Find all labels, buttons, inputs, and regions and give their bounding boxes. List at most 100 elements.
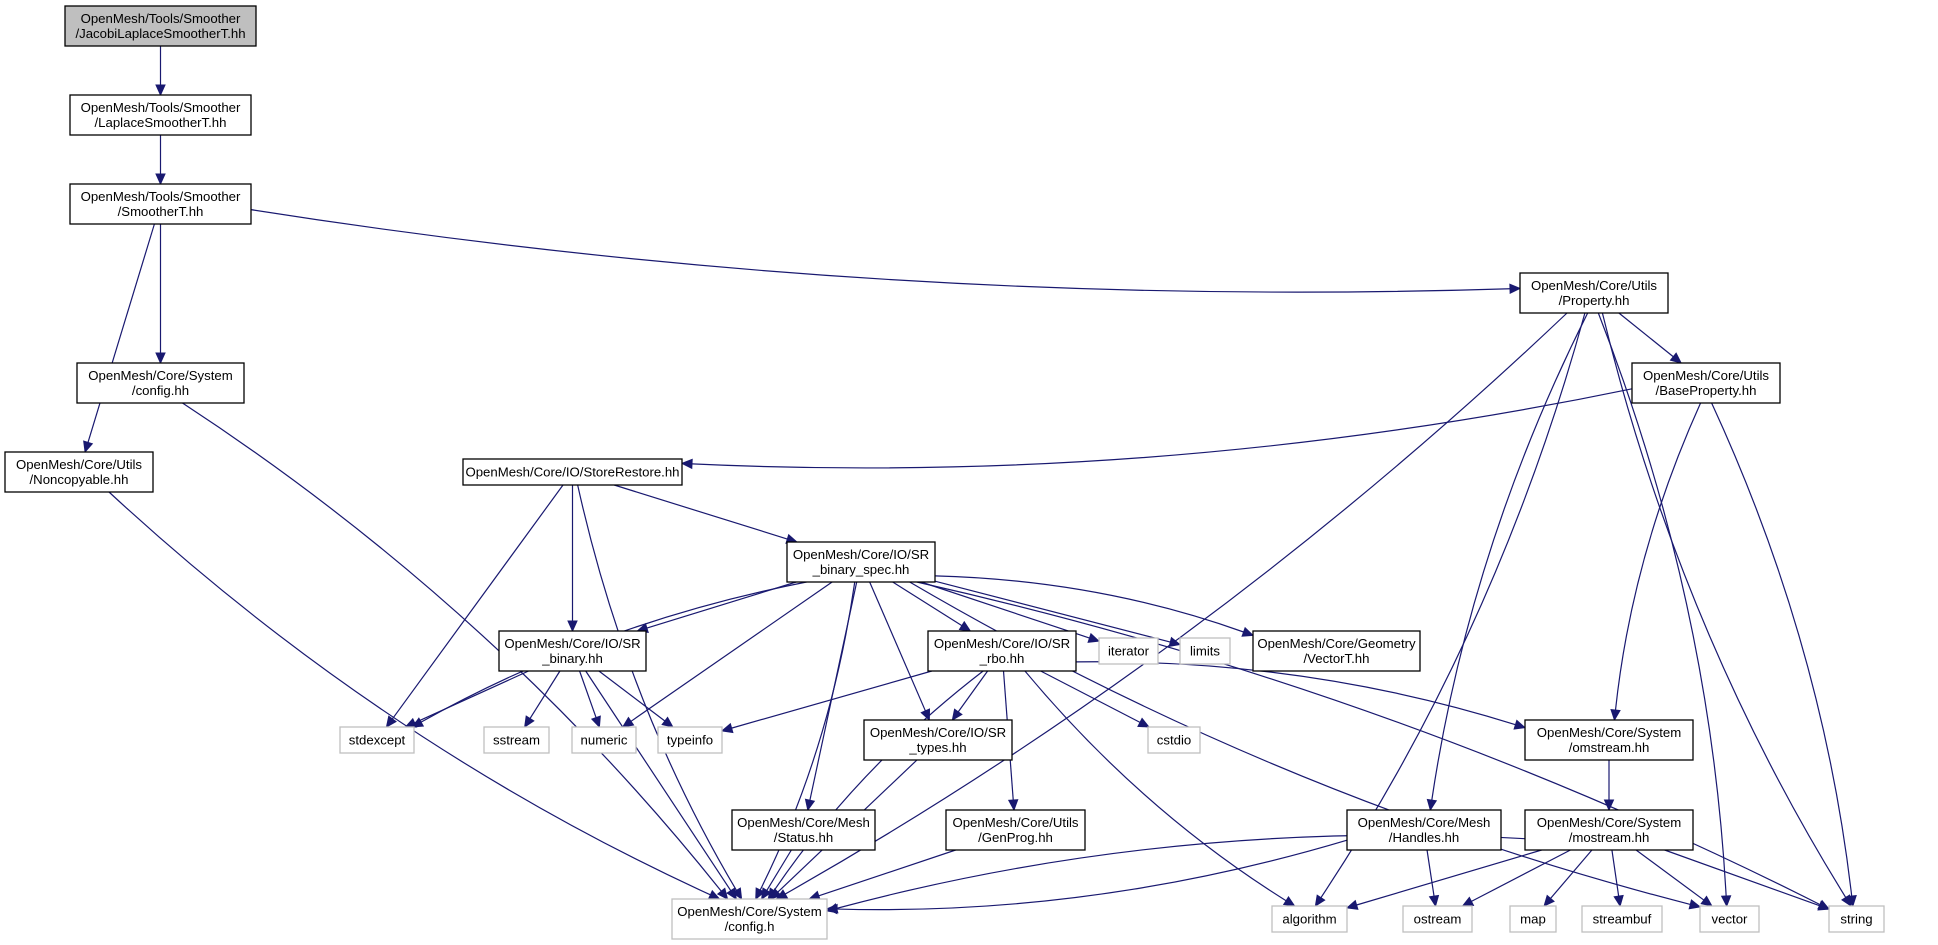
node-sr_types[interactable]: OpenMesh/Core/IO/SR_types.hh xyxy=(863,719,1013,761)
node-sr_rbo[interactable]: OpenMesh/Core/IO/SR_rbo.hh xyxy=(927,630,1077,672)
node-label-noncopyable-line-0: OpenMesh/Core/Utils xyxy=(16,457,142,472)
arrowhead-icon-sr_types-to-config_h xyxy=(769,887,782,900)
edge-baseproperty-to-storerestore xyxy=(691,388,1633,469)
edge-status-to-config_h xyxy=(766,849,792,891)
arrowhead-icon-sr_rbo-to-cstdio xyxy=(1137,717,1150,728)
arrowhead-icon-sr_binary_spec-to-limits xyxy=(1168,636,1182,648)
node-label-iterator-line-0: iterator xyxy=(1108,644,1150,659)
node-box-numeric xyxy=(571,726,637,754)
node-label-config_h-line-1: /config.h xyxy=(725,919,775,934)
node-status[interactable]: OpenMesh/Core/Mesh/Status.hh xyxy=(731,809,876,851)
edge-sr_rbo-to-sr_types xyxy=(957,670,989,713)
node-label-streambuf-line-0: streambuf xyxy=(1593,912,1652,927)
arrowhead-icon-sr_binary_spec-to-sr_rbo xyxy=(958,620,972,632)
node-genprog[interactable]: OpenMesh/Core/Utils/GenProg.hh xyxy=(945,809,1086,851)
arrowhead-icon-property-to-algorithm xyxy=(1314,894,1326,908)
node-label-cstdio-line-0: cstdio xyxy=(1157,733,1191,748)
arrowhead-icon-sr_binary-to-sstream xyxy=(524,715,535,729)
arrowhead-icon-mostream-to-vector xyxy=(1700,895,1713,907)
node-box-sr_binary_spec xyxy=(786,541,936,583)
node-label-status-line-1: /Status.hh xyxy=(774,830,833,845)
node-property[interactable]: OpenMesh/Core/Utils/Property.hh xyxy=(1519,272,1669,314)
edge-mostream-to-map xyxy=(1550,849,1593,899)
node-noncopyable[interactable]: OpenMesh/Core/Utils/Noncopyable.hh xyxy=(4,451,154,493)
node-label-sr_rbo-line-0: OpenMesh/Core/IO/SR xyxy=(934,636,1070,651)
arrowhead-icon-sr_rbo-to-typeinfo xyxy=(720,722,734,734)
arrowhead-icon-sr_binary_spec-to-iterator xyxy=(1087,632,1101,643)
node-label-mostream-line-0: OpenMesh/Core/System xyxy=(1537,815,1681,830)
edge-property-to-string xyxy=(1601,312,1847,898)
node-label-sstream-line-0: sstream xyxy=(493,733,540,748)
node-box-omstream xyxy=(1524,719,1694,761)
node-label-sr_types-line-0: OpenMesh/Core/IO/SR xyxy=(870,725,1006,740)
node-cstdio: cstdio xyxy=(1147,726,1201,754)
node-sr_binary[interactable]: OpenMesh/Core/IO/SR_binary.hh xyxy=(498,630,647,672)
node-box-laplace xyxy=(69,94,252,136)
edge-mostream-to-streambuf xyxy=(1611,849,1620,897)
node-vectort[interactable]: OpenMesh/Core/Geometry/VectorT.hh xyxy=(1252,630,1421,672)
node-label-genprog-line-0: OpenMesh/Core/Utils xyxy=(952,815,1078,830)
node-mostream[interactable]: OpenMesh/Core/System/mostream.hh xyxy=(1524,809,1694,851)
node-box-baseproperty xyxy=(1631,362,1781,404)
edge-sr_binary_spec-to-iterator xyxy=(920,581,1090,639)
node-box-sr_rbo xyxy=(927,630,1077,672)
node-label-vectort-line-0: OpenMesh/Core/Geometry xyxy=(1257,636,1416,651)
node-box-genprog xyxy=(945,809,1086,851)
arrowhead-icon-storerestore-to-config_h xyxy=(731,887,743,901)
edge-sr_binary_spec-to-sr_binary xyxy=(646,581,797,629)
node-label-stdexcept-line-0: stdexcept xyxy=(349,733,406,748)
edge-sr_rbo-to-algorithm xyxy=(1024,670,1287,902)
node-label-config_hh-line-1: /config.hh xyxy=(132,383,189,398)
edge-sr_binary-to-config_h xyxy=(585,670,732,891)
edge-sr_binary-to-sstream xyxy=(529,670,561,719)
arrowhead-icon-mostream-to-string xyxy=(1817,900,1831,911)
arrowhead-icon-sr_binary_spec-to-config_h xyxy=(755,887,766,901)
node-laplace[interactable]: OpenMesh/Tools/Smoother/LaplaceSmootherT… xyxy=(69,94,252,136)
node-label-vectort-line-1: /VectorT.hh xyxy=(1304,651,1370,666)
edge-storerestore-to-stdexcept xyxy=(391,484,564,720)
edge-handles-to-ostream xyxy=(1426,849,1435,897)
arrowhead-icon-sr_rbo-to-omstream xyxy=(1513,719,1527,730)
node-label-omstream-line-0: OpenMesh/Core/System xyxy=(1537,725,1681,740)
node-box-algorithm xyxy=(1271,905,1348,933)
edge-handles-to-config_h xyxy=(836,839,1348,911)
node-box-limits xyxy=(1179,637,1231,665)
node-box-property xyxy=(1519,272,1669,314)
edge-sr_binary_spec-to-limits xyxy=(934,580,1171,643)
arrowhead-icon-laplace-to-smoother xyxy=(155,173,166,186)
arrowhead-icon-sr_binary_spec-to-numeric xyxy=(621,716,635,728)
node-sstream: sstream xyxy=(483,726,550,754)
node-omstream[interactable]: OpenMesh/Core/System/omstream.hh xyxy=(1524,719,1694,761)
node-baseproperty[interactable]: OpenMesh/Core/Utils/BaseProperty.hh xyxy=(1631,362,1781,404)
node-label-property-line-1: /Property.hh xyxy=(1559,293,1630,308)
node-label-jacobi-line-1: /JacobiLaplaceSmootherT.hh xyxy=(75,26,245,41)
edge-sr_binary_spec-to-vectort xyxy=(934,575,1244,633)
node-label-jacobi-line-0: OpenMesh/Tools/Smoother xyxy=(81,11,241,26)
edge-property-to-baseproperty xyxy=(1618,312,1674,358)
arrowhead-icon-sr_binary_spec-to-status xyxy=(804,798,816,812)
node-box-streambuf xyxy=(1581,905,1663,933)
node-box-jacobi xyxy=(64,5,257,47)
edge-noncopyable-to-config_h xyxy=(108,491,711,896)
node-smoother[interactable]: OpenMesh/Tools/Smoother/SmootherT.hh xyxy=(69,183,252,225)
arrowhead-icon-mostream-to-map xyxy=(1543,894,1555,907)
arrowhead-icon-sr_binary-to-config_h xyxy=(726,887,737,901)
arrowhead-icon-property-to-vector xyxy=(1720,895,1732,908)
edge-sr_binary-to-typeinfo xyxy=(598,670,666,722)
arrowhead-icon-handles-to-ostream xyxy=(1428,894,1440,908)
arrowhead-icon-property-to-handles xyxy=(1426,798,1438,812)
node-label-smoother-line-0: OpenMesh/Tools/Smoother xyxy=(81,189,241,204)
node-label-sr_rbo-line-1: _rbo.hh xyxy=(979,651,1025,666)
node-config_hh[interactable]: OpenMesh/Core/System/config.hh xyxy=(76,362,245,404)
edge-property-to-vector xyxy=(1597,312,1727,897)
node-sr_binary_spec[interactable]: OpenMesh/Core/IO/SR_binary_spec.hh xyxy=(786,541,936,583)
arrowhead-icon-sr_binary-to-numeric xyxy=(590,715,601,729)
node-box-vector xyxy=(1699,905,1760,933)
node-algorithm: algorithm xyxy=(1271,905,1348,933)
node-label-sr_binary_spec-line-0: OpenMesh/Core/IO/SR xyxy=(793,547,929,562)
node-storerestore[interactable]: OpenMesh/Core/IO/StoreRestore.hh xyxy=(462,458,683,486)
node-label-genprog-line-1: /GenProg.hh xyxy=(978,830,1053,845)
node-label-algorithm-line-0: algorithm xyxy=(1282,912,1336,927)
node-label-property-line-0: OpenMesh/Core/Utils xyxy=(1531,278,1657,293)
node-handles[interactable]: OpenMesh/Core/Mesh/Handles.hh xyxy=(1346,809,1502,851)
